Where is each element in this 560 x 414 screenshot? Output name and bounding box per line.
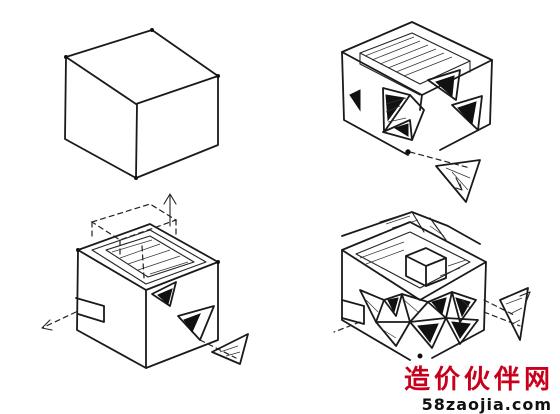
lifted-top-cube (41, 193, 249, 369)
watermark-brand: 造价伙伴网 (403, 365, 554, 395)
carved-cube (341, 21, 493, 203)
plain-cube (64, 28, 220, 180)
watermark-url: 58zaojia.com (421, 395, 552, 414)
faceted-cube (333, 211, 531, 361)
